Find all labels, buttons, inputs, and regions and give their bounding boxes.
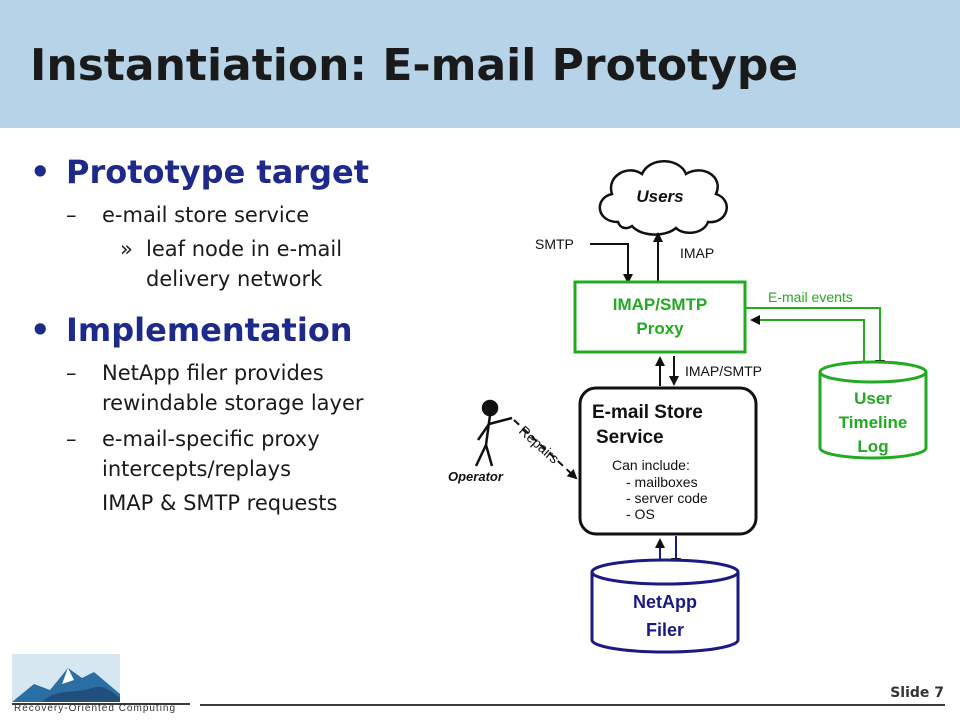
netapp-label-2: Filer	[646, 620, 684, 640]
sub-bullet-text-1: NetApp filer provides	[102, 361, 324, 385]
timeline-label-3: Log	[857, 437, 888, 456]
sub-bullet-netapp: – NetApp filer provides rewindable stora…	[30, 358, 450, 418]
bullet-implementation: • Implementation	[30, 308, 450, 352]
dash-icon: –	[66, 203, 77, 227]
bullet-dot-icon: •	[30, 153, 51, 191]
smtp-arrow	[590, 243, 633, 284]
imap-label: IMAP	[680, 245, 714, 261]
operator-label: Operator	[448, 469, 504, 484]
store-label-1: E-mail Store	[592, 402, 703, 423]
imap-smtp-label: IMAP/SMTP	[685, 363, 762, 379]
netapp-filer-cylinder: NetApp Filer	[590, 558, 740, 654]
include-item-2: - server code	[626, 490, 708, 506]
bullet-heading: Implementation	[66, 311, 353, 349]
footer-divider	[200, 704, 945, 706]
include-item-3: - OS	[626, 506, 655, 522]
netapp-label-1: NetApp	[633, 592, 697, 612]
sub-bullet-text-3: IMAP & SMTP requests	[102, 491, 338, 515]
sub-bullet-proxy: – e-mail-specific proxy intercepts/repla…	[30, 424, 450, 518]
proxy-label-2: Proxy	[636, 319, 684, 338]
dash-icon: –	[66, 361, 77, 385]
subsub-text-2: delivery network	[146, 267, 323, 291]
bullet-dot-icon: •	[30, 311, 51, 349]
subsub-text-1: leaf node in e-mail	[146, 237, 343, 261]
events-replay-arrow	[750, 315, 865, 368]
include-item-1: - mailboxes	[626, 474, 698, 490]
dash-icon: –	[66, 427, 77, 451]
timeline-label-2: Timeline	[839, 413, 908, 432]
operator-figure-icon	[474, 399, 513, 467]
repairs-label: Repairs	[516, 422, 563, 466]
bullet-heading: Prototype target	[66, 153, 369, 191]
slide-number: Slide 7	[890, 685, 944, 701]
smtp-label: SMTP	[535, 236, 574, 252]
bullet-prototype-target: • Prototype target	[30, 150, 450, 194]
sub-bullet-text: e-mail store service	[102, 203, 310, 227]
slide-title: Instantiation: E-mail Prototype	[30, 40, 799, 91]
subsub-bullet-leaf-node: » leaf node in e-mail delivery network	[30, 234, 386, 294]
repairs-arrow	[513, 419, 578, 480]
timeline-label-1: User	[854, 389, 892, 408]
logo-text: Recovery-Oriented Computing	[14, 703, 177, 714]
proxy-label-1: IMAP/SMTP	[613, 295, 707, 314]
users-label: Users	[636, 187, 683, 206]
can-include-label: Can include:	[612, 457, 690, 473]
sub-bullet-text-1: e-mail-specific proxy	[102, 427, 320, 451]
sub-bullet-text-2: intercepts/replays	[102, 457, 292, 481]
roc-logo	[12, 654, 190, 705]
users-cloud: Users	[598, 160, 728, 236]
sub-bullet-text-2: rewindable storage layer	[102, 391, 364, 415]
email-events-arrow	[745, 307, 885, 370]
bullet-list: • Prototype target – e-mail store servic…	[30, 150, 450, 518]
sub-bullet-store-service: – e-mail store service	[30, 200, 450, 230]
timeline-log-cylinder: User Timeline Log	[818, 360, 928, 460]
email-events-label: E-mail events	[768, 289, 853, 305]
chevron-right-icon: »	[120, 237, 133, 261]
store-label-2: Service	[596, 427, 664, 448]
title-band	[0, 0, 960, 128]
store-service-box	[578, 386, 758, 536]
architecture-diagram: Users SMTP IMAP IMAP/SMTP Proxy E-mail e…	[448, 160, 928, 654]
proxy-box	[573, 280, 747, 354]
